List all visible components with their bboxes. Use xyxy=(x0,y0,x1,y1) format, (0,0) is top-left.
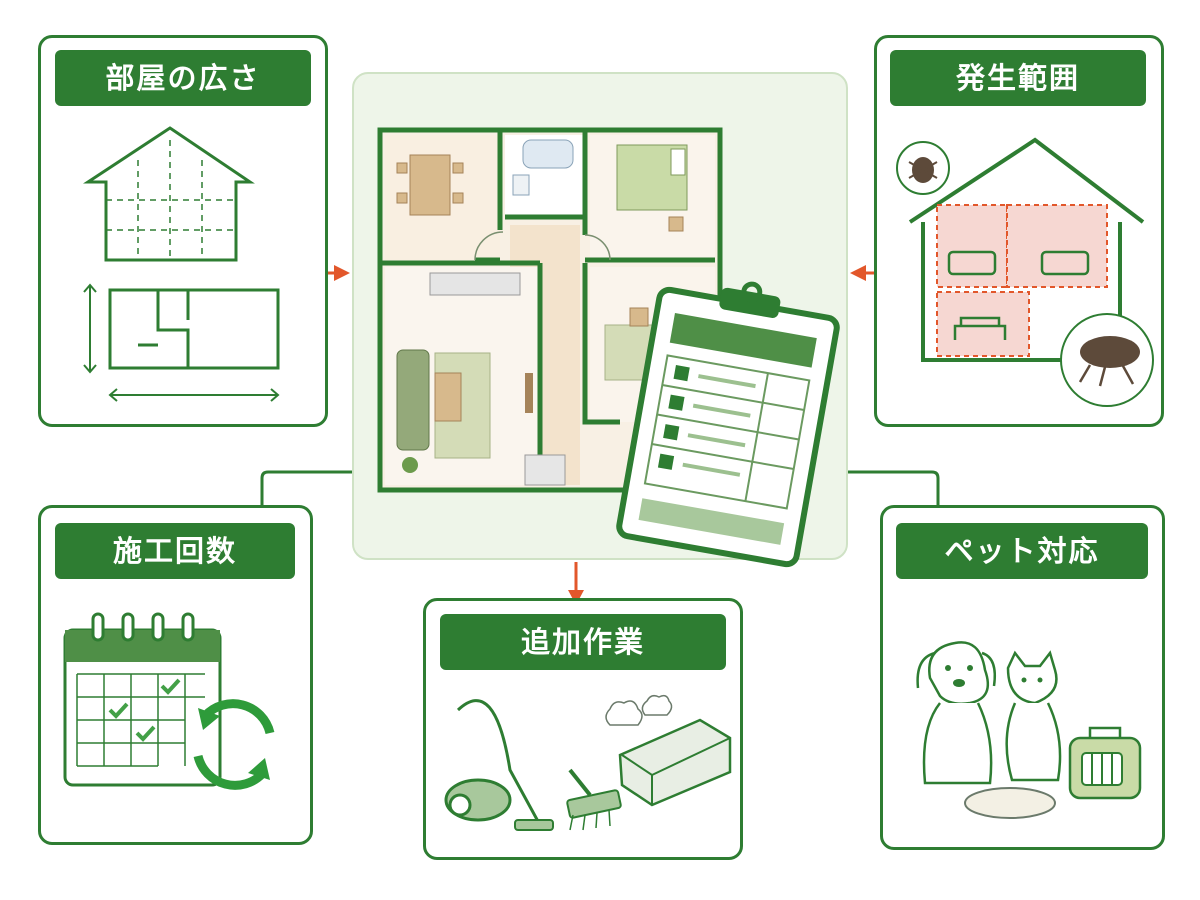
card-room-size-title: 部屋の広さ xyxy=(55,50,311,106)
cleaning-tools-icon xyxy=(444,694,732,831)
dog-cat-icon xyxy=(916,641,1142,819)
card-treatment-count-title: 施工回数 xyxy=(55,523,295,579)
calendar-cycle-icon xyxy=(63,612,275,790)
card-pet-support-title: ペット対応 xyxy=(896,523,1148,579)
card-infestation-area-title: 発生範囲 xyxy=(890,50,1146,106)
house-floorplan-icon xyxy=(82,126,280,402)
arrow-down-to-additional xyxy=(568,562,584,605)
house-pests-icon xyxy=(896,137,1154,407)
card-additional-work-title: 追加作業 xyxy=(440,614,726,670)
clipboard-checklist-icon xyxy=(616,281,840,568)
